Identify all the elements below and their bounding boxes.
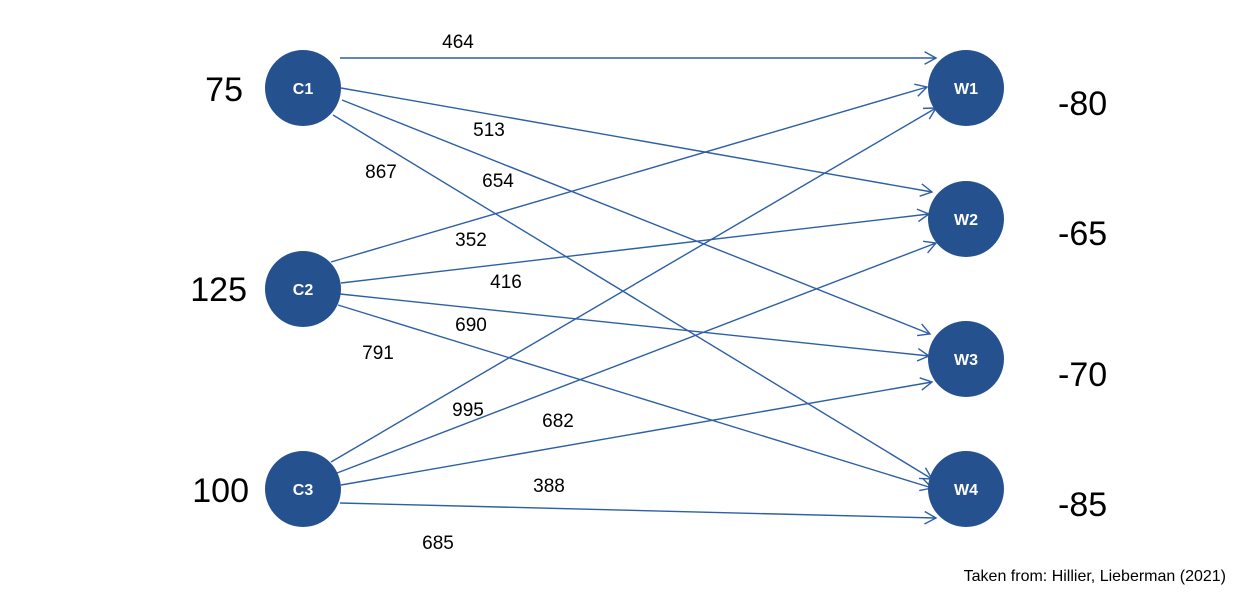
edge-c3-w1: [330, 107, 937, 463]
cost-label-c1-w1: 464: [442, 32, 474, 53]
cost-label-c1-w2: 513: [473, 120, 505, 141]
edge-c3-w3: [340, 381, 933, 486]
supply-amount-c3: 100: [192, 472, 249, 510]
demand-amount-w2: -65: [1058, 215, 1107, 253]
arrowhead-c1-w3: [917, 323, 932, 337]
destination-node-w1: [928, 50, 1004, 126]
edge-c3-w2: [336, 242, 937, 474]
demand-amount-w4: -85: [1058, 486, 1107, 524]
cost-label-c1-w4: 867: [365, 162, 397, 183]
source-node-label-c3: C3: [293, 482, 314, 499]
cost-label-c2-w2: 416: [490, 272, 522, 293]
source-node-label-c2: C2: [293, 282, 314, 299]
cost-label-c2-w1: 352: [455, 230, 487, 251]
arrowhead-c1-w2: [919, 183, 934, 197]
cost-label-c3-w3: 388: [533, 476, 565, 497]
destination-node-w3: [928, 321, 1004, 397]
cost-label-c3-w2: 682: [542, 411, 574, 432]
arrowhead-c2-w1: [914, 83, 929, 97]
source-node-label-c1: C1: [293, 81, 314, 98]
edge-c2-w3: [339, 293, 930, 357]
demand-amount-w1: -80: [1058, 85, 1107, 123]
cost-label-c3-w4: 685: [422, 533, 454, 554]
destination-node-w4: [928, 451, 1004, 527]
cost-label-c2-w3: 690: [455, 315, 487, 336]
cost-label-c2-w4: 791: [362, 343, 394, 364]
source-node-c1: [265, 50, 341, 126]
cost-label-c1-w3: 654: [482, 171, 514, 192]
source-node-c2: [265, 251, 341, 327]
supply-amount-c1: 75: [205, 71, 243, 109]
cost-label-c3-w1: 995: [452, 400, 484, 421]
edge-c2-w1: [330, 86, 928, 263]
edge-c1-w4: [332, 114, 933, 480]
edge-c3-w4: [339, 502, 937, 519]
arrowhead-c1-w1: [924, 51, 938, 65]
destination-node-label-w3: W3: [954, 352, 978, 369]
source-credit: Taken from: Hillier, Lieberman (2021): [963, 568, 1226, 585]
destination-node-label-w1: W1: [954, 81, 978, 98]
source-node-c3: [265, 451, 341, 527]
demand-amount-w3: -70: [1058, 356, 1107, 394]
supply-amount-c2: 125: [190, 271, 247, 309]
arrowhead-c3-w4: [924, 510, 938, 525]
destination-node-label-w2: W2: [954, 212, 978, 229]
destination-node-label-w4: W4: [954, 482, 978, 499]
edge-c1-w2: [340, 87, 933, 193]
edge-c1-w3: [341, 99, 931, 335]
arrowhead-c3-w3: [919, 377, 934, 391]
edge-c2-w2: [340, 213, 930, 284]
destination-node-w2: [928, 181, 1004, 257]
arrowhead-c3-w2: [923, 240, 938, 254]
edge-c2-w4: [337, 304, 933, 489]
edges: [330, 51, 938, 525]
